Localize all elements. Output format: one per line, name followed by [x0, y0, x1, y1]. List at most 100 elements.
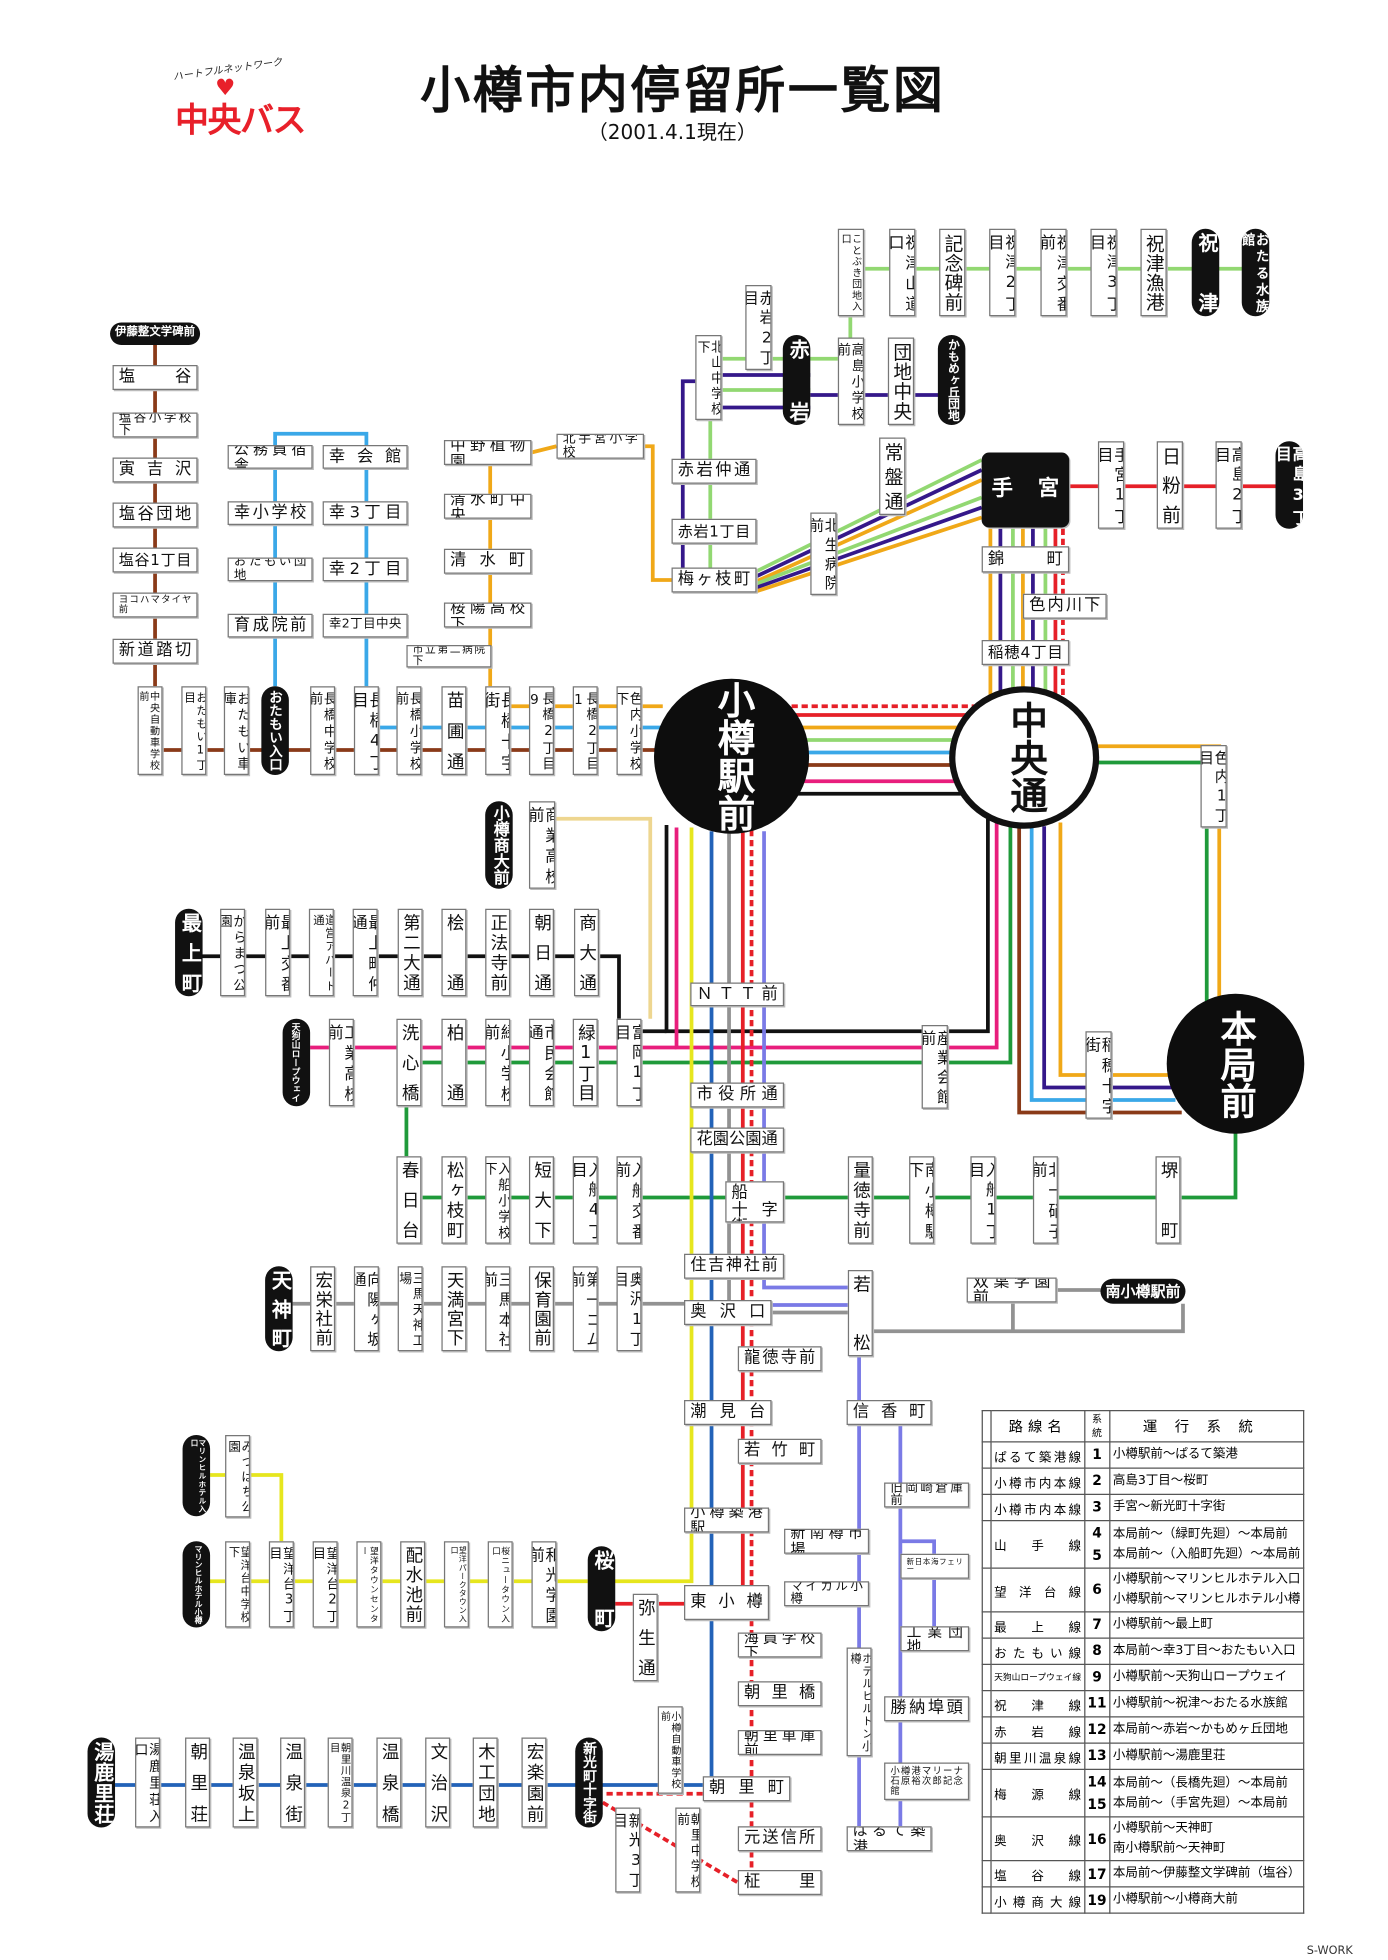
- bus-stop[interactable]: 小樽港マリーナ 石原裕次郎記念館: [884, 1762, 970, 1800]
- bus-stop[interactable]: 長橋小学校前: [396, 686, 422, 775]
- bus-stop[interactable]: 配水池前: [400, 1541, 426, 1628]
- terminal-stop[interactable]: マリンヒルホテル小樽: [182, 1541, 211, 1628]
- bus-stop[interactable]: 緑小学校前: [485, 1018, 511, 1107]
- terminal-stop[interactable]: 天狗山ロープウェイ: [282, 1018, 311, 1107]
- bus-stop[interactable]: 若松: [847, 1270, 873, 1357]
- hub-chuo-dori[interactable]: 中央通: [949, 686, 1100, 829]
- bus-stop[interactable]: 向陽ヶ坂通: [353, 1266, 379, 1352]
- bus-stop[interactable]: 工業高校前: [328, 1018, 354, 1107]
- bus-stop[interactable]: ことぶき団地入口: [837, 228, 865, 317]
- bus-stop[interactable]: 幸3丁目: [322, 501, 408, 525]
- bus-stop[interactable]: 柾里: [737, 1870, 822, 1895]
- bus-stop[interactable]: 梅ヶ枝町: [671, 567, 757, 593]
- terminal-stop[interactable]: 祝津: [1191, 228, 1220, 317]
- bus-stop[interactable]: 長橋4丁目: [353, 686, 379, 775]
- bus-stop[interactable]: 住吉神社前: [684, 1253, 785, 1279]
- bus-stop[interactable]: 寅吉沢: [112, 457, 198, 483]
- bus-stop[interactable]: 長橋2丁目1: [572, 686, 598, 775]
- terminal-stop[interactable]: マリンヒルホテル入口: [182, 1435, 211, 1517]
- terminal-stop[interactable]: かもめヶ丘団地: [937, 335, 966, 425]
- bus-stop[interactable]: 朝里川温泉2丁目: [327, 1737, 353, 1828]
- bus-stop[interactable]: 新南樽市場: [784, 1528, 870, 1554]
- bus-stop[interactable]: 商業高校前: [528, 801, 556, 889]
- bus-stop[interactable]: 工業団地: [900, 1626, 970, 1652]
- terminal-stop[interactable]: 南小樽駅前: [1100, 1278, 1186, 1304]
- bus-stop[interactable]: 北一硝子前: [1032, 1156, 1058, 1244]
- bus-stop[interactable]: 弥生通: [632, 1593, 658, 1682]
- bus-stop[interactable]: 保育園前: [528, 1266, 554, 1352]
- bus-stop[interactable]: みつばち公園: [225, 1435, 251, 1518]
- bus-stop[interactable]: 錦町: [981, 546, 1070, 573]
- bus-stop[interactable]: 奥沢1丁目: [616, 1266, 642, 1352]
- bus-stop[interactable]: 入船4丁目: [572, 1156, 598, 1244]
- bus-stop[interactable]: 公務員宿舎: [227, 445, 313, 469]
- bus-stop[interactable]: 天満宮下: [441, 1266, 467, 1352]
- bus-stop[interactable]: 手宮1丁目: [1097, 441, 1125, 529]
- terminal-stop[interactable]: 伊藤整文学碑前: [110, 322, 201, 345]
- bus-stop[interactable]: 朝里橋: [737, 1681, 822, 1707]
- bus-stop[interactable]: 春日台: [396, 1156, 422, 1244]
- terminal-stop[interactable]: 湯鹿里荘: [87, 1737, 116, 1828]
- bus-stop[interactable]: 祝津交番前: [1040, 228, 1067, 317]
- bus-stop[interactable]: 新日本海フェリー: [900, 1553, 970, 1579]
- bus-stop[interactable]: 祝津山道口: [889, 228, 916, 317]
- bus-stop[interactable]: 赤岩1丁目: [671, 518, 757, 544]
- bus-stop[interactable]: 日粉前: [1156, 441, 1183, 529]
- terminal-stop[interactable]: おたもい入口: [261, 686, 289, 775]
- bus-stop[interactable]: 幸会館: [322, 445, 408, 469]
- bus-stop[interactable]: 若竹町: [737, 1438, 822, 1464]
- bus-stop[interactable]: 稲穂十字街: [1085, 1031, 1112, 1119]
- terminal-stop[interactable]: 最上町: [175, 908, 203, 997]
- bus-stop[interactable]: 高島小学校前: [837, 337, 865, 425]
- bus-stop[interactable]: おたもい1丁目: [181, 686, 207, 775]
- bus-stop[interactable]: 短大下: [528, 1156, 554, 1244]
- hub-otaru-station[interactable]: 小樽駅前: [654, 678, 810, 834]
- bus-stop[interactable]: 市役所通: [690, 1082, 785, 1108]
- bus-stop[interactable]: 宏栄社前: [310, 1266, 336, 1352]
- bus-stop[interactable]: 北生病院前: [810, 512, 837, 595]
- bus-stop[interactable]: 正法寺前: [485, 908, 511, 997]
- bus-stop[interactable]: 色内小学校下: [616, 686, 642, 775]
- bus-stop[interactable]: ヨコハマタイヤ前: [112, 592, 198, 618]
- bus-stop[interactable]: 長橋十字街: [485, 686, 511, 775]
- bus-stop[interactable]: 朝里車庫前: [737, 1730, 822, 1755]
- bus-stop[interactable]: 色内1丁目: [1200, 745, 1227, 828]
- bus-stop[interactable]: 宏楽園前: [521, 1737, 547, 1828]
- bus-stop[interactable]: 最上交番前: [265, 908, 291, 997]
- bus-stop[interactable]: 和光学園前: [531, 1541, 557, 1628]
- bus-stop[interactable]: 長橋中学校前: [310, 686, 336, 775]
- bus-stop[interactable]: 幸小学校: [227, 501, 313, 525]
- bus-stop[interactable]: 北山中学校下: [695, 335, 722, 420]
- bus-stop[interactable]: 新光3丁目: [615, 1807, 641, 1893]
- bus-stop[interactable]: 桧通: [441, 908, 467, 997]
- bus-stop[interactable]: 最上町仲通: [352, 908, 378, 997]
- bus-stop[interactable]: ぱるて築港: [846, 1826, 932, 1852]
- bus-stop[interactable]: 柏通: [441, 1018, 467, 1107]
- bus-stop[interactable]: 長橋2丁目9: [528, 686, 554, 775]
- bus-stop[interactable]: 旧岡崎倉庫前: [884, 1482, 970, 1508]
- bus-stop[interactable]: おたもい団地: [227, 557, 313, 582]
- bus-stop[interactable]: 朝里町: [702, 1776, 791, 1802]
- bus-stop[interactable]: 祝津2丁目: [989, 228, 1016, 317]
- terminal-stop[interactable]: おたる水族館: [1241, 228, 1270, 317]
- bus-stop[interactable]: 産業会館前: [921, 1025, 948, 1109]
- bus-stop[interactable]: 塩谷1丁目: [112, 547, 198, 573]
- bus-stop[interactable]: からまつ公園: [220, 908, 246, 997]
- bus-stop[interactable]: 育成院前: [227, 613, 313, 638]
- bus-stop[interactable]: 勝納埠頭: [884, 1696, 970, 1722]
- bus-stop[interactable]: 市民会館通: [528, 1018, 554, 1107]
- bus-stop[interactable]: 入 船 十字街: [725, 1181, 785, 1223]
- bus-stop[interactable]: ホテルヒルトン小樽: [846, 1647, 872, 1757]
- hub-temiya[interactable]: 手宮: [981, 452, 1070, 528]
- bus-stop[interactable]: 温泉橋: [376, 1737, 402, 1828]
- bus-stop[interactable]: 入船1丁目: [970, 1156, 996, 1244]
- bus-stop[interactable]: 望洋タウンセンター: [356, 1541, 382, 1628]
- bus-stop[interactable]: 望洋台中学校下: [225, 1541, 251, 1628]
- terminal-stop[interactable]: 桜町: [587, 1546, 616, 1632]
- bus-stop[interactable]: 三馬本社前: [485, 1266, 511, 1352]
- bus-stop[interactable]: 塩谷小学校下: [112, 412, 198, 438]
- bus-stop[interactable]: 幸2丁目: [322, 557, 408, 582]
- bus-stop[interactable]: 桜陽高校下: [443, 602, 532, 628]
- bus-stop[interactable]: マイカル小樽: [784, 1581, 870, 1607]
- bus-stop[interactable]: 南小樽駅下: [909, 1156, 935, 1244]
